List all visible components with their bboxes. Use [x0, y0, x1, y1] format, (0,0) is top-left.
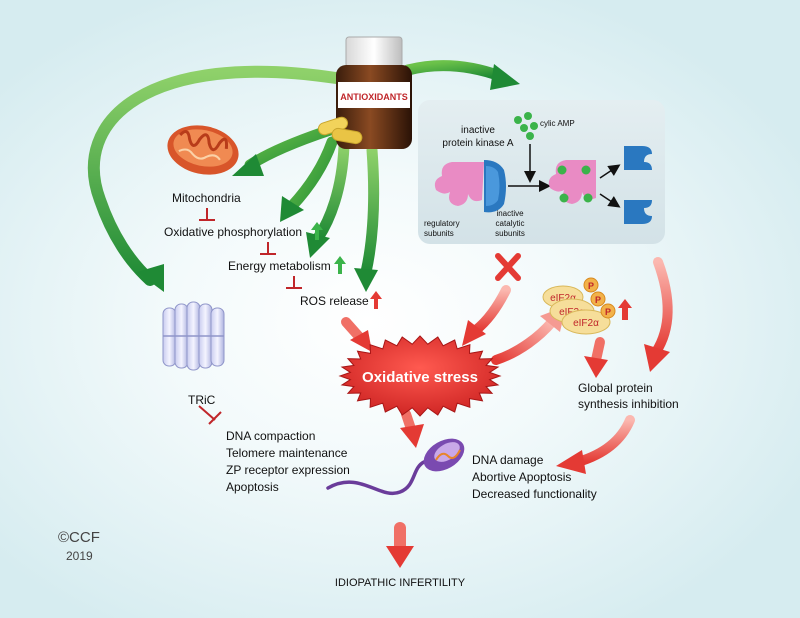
regulatory-line1: regulatory — [424, 219, 460, 228]
energy-metabolism-label: Energy metabolism — [228, 259, 331, 273]
regulatory-line2: subunits — [424, 229, 454, 238]
bottle-label: ANTIOXIDANTS — [340, 92, 408, 102]
sperm-cell-icon — [326, 438, 465, 496]
phospho-label-3: P — [605, 307, 611, 317]
blocked-x-icon — [495, 253, 521, 281]
tric-effect-1: Telomere maintenance — [226, 446, 348, 460]
inhibit-mito-oxphos — [199, 208, 215, 221]
catalytic-line1: inactive — [496, 209, 524, 218]
outcome-label: IDIOPATHIC INFERTILITY — [335, 577, 466, 589]
catalytic-subunit-icon — [624, 146, 652, 224]
sperm-effect-0: DNA damage — [472, 453, 544, 467]
eif2-cluster: eIF2α eIF2α eIF2α P P P — [542, 277, 632, 335]
sperm-effect-2: Decreased functionality — [472, 487, 597, 501]
inhibit-oxphos-energy — [260, 242, 276, 255]
oxidative-stress-burst: Oxidative stress — [338, 335, 502, 417]
tric-chaperonin-icon — [162, 301, 225, 371]
catalytic-line3: subunits — [495, 229, 525, 238]
activated-pka-icon — [548, 160, 596, 204]
inhibit-tric — [198, 405, 222, 425]
up-arrow-ros-icon — [370, 291, 382, 309]
eif2-label-1: eIF2α — [550, 293, 576, 304]
mitochondrion-icon — [167, 125, 239, 175]
green-arrows — [87, 60, 520, 292]
arrow-to-tric — [87, 65, 342, 286]
arrow-to-ros — [360, 144, 380, 278]
cyclic-amp-label: cylic AMP — [540, 119, 575, 128]
global-protein-line2: synthesis inhibition — [578, 397, 679, 411]
tric-effect-2: ZP receptor expression — [226, 463, 350, 477]
eif2-label-3: eIF2α — [573, 318, 599, 329]
oxidative-phosphorylation-label: Oxidative phosphorylation — [164, 225, 302, 239]
up-arrow-oxphos-icon — [311, 222, 323, 240]
inactive-pka-line2: protein kinase A — [442, 138, 513, 149]
antioxidants-bottle-icon: ANTIOXIDANTS — [317, 36, 412, 149]
credit-line2: 2019 — [66, 549, 93, 563]
credit-line1: ©CCF — [58, 529, 100, 546]
oxidative-stress-label: Oxidative stress — [362, 369, 478, 386]
catalytic-line2: catalytic — [496, 219, 525, 228]
up-arrow-eif2-icon — [618, 299, 632, 320]
inhibit-energy-ros — [286, 276, 302, 289]
up-arrow-energy-icon — [334, 256, 346, 274]
pka-panel: inactive protein kinase A regulatory sub… — [418, 100, 665, 244]
tric-effect-0: DNA compaction — [226, 429, 315, 443]
sperm-effect-1: Abortive Apoptosis — [472, 470, 571, 484]
tric-label: TRiC — [188, 393, 216, 407]
ros-release-label: ROS release — [300, 294, 369, 308]
tric-effect-3: Apoptosis — [226, 480, 279, 494]
arrow-to-energy — [312, 140, 350, 244]
arrow-to-oxphos — [286, 136, 338, 212]
inactive-pka-line1: inactive — [461, 125, 495, 136]
eif2-blob — [561, 309, 611, 335]
phospho-label-2: P — [595, 295, 601, 305]
cyclic-amp-dots-icon — [514, 112, 538, 140]
inactive-pka-complex-icon — [434, 160, 506, 213]
arrow-to-mitochondria — [244, 124, 336, 171]
global-protein-line1: Global protein — [578, 381, 653, 395]
arrow-to-pka — [402, 60, 506, 82]
mitochondria-label: Mitochondria — [172, 191, 241, 205]
phospho-label-1: P — [588, 281, 594, 291]
